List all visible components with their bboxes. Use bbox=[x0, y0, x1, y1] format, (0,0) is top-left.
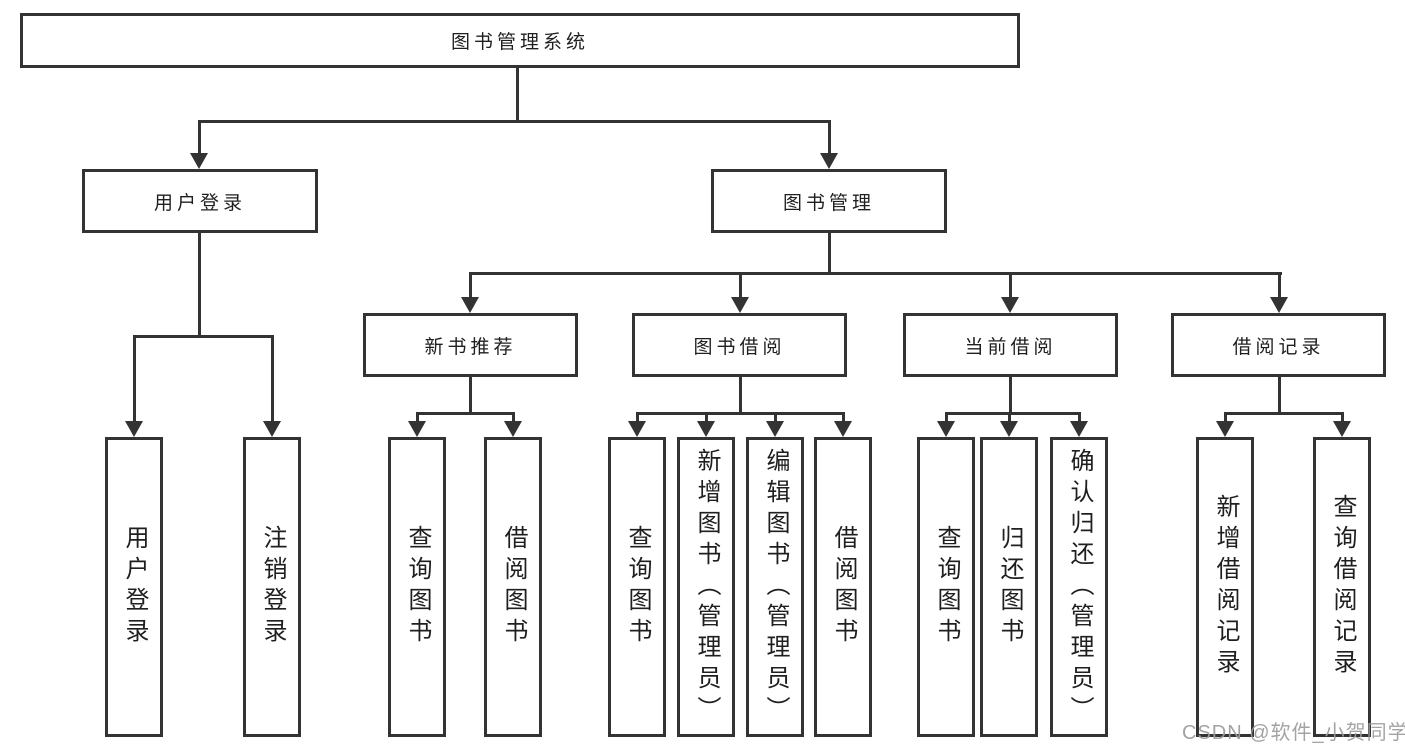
connector-stem-leaf-add-books-admin bbox=[704, 412, 708, 423]
connector-book-borrow-branch bbox=[635, 412, 845, 415]
node-root-label: 图书管理系统 bbox=[450, 32, 589, 53]
leaf-add-books-admin: 新增图书（管理员） bbox=[677, 437, 735, 737]
arrowhead-leaf-query-borrow-record bbox=[1333, 421, 1351, 437]
leaf-logout-label: 注销登录 bbox=[259, 525, 286, 649]
connector-stem-new-book-recommend bbox=[468, 272, 472, 299]
connector-stem-user-login bbox=[197, 120, 201, 157]
connector-stem-leaf-borrow-books-2 bbox=[841, 412, 845, 423]
connector-stem-leaf-confirm-return-admin bbox=[1077, 412, 1081, 423]
node-new-book-recommend: 新书推荐 bbox=[363, 313, 578, 377]
connector-current-borrow-branch bbox=[944, 412, 1081, 415]
arrowhead-leaf-query-books-borrow bbox=[628, 421, 646, 437]
connector-current-borrow-stem bbox=[1008, 376, 1012, 415]
leaf-query-books-current: 查询图书 bbox=[917, 437, 975, 737]
arrowhead-leaf-return-books bbox=[1000, 421, 1018, 437]
node-book-borrow: 图书借阅 bbox=[632, 313, 847, 377]
connector-stem-borrow-records bbox=[1277, 272, 1281, 299]
connector-stem-leaf-query-books-borrow bbox=[635, 412, 639, 423]
connector-borrow-records-stem bbox=[1277, 376, 1281, 415]
node-borrow-records: 借阅记录 bbox=[1171, 313, 1386, 377]
arrowhead-current-borrow bbox=[1001, 297, 1019, 313]
leaf-query-books-current-label: 查询图书 bbox=[933, 525, 960, 649]
arrowhead-leaf-edit-books-admin bbox=[766, 421, 784, 437]
arrowhead-leaf-borrow-books-recommend bbox=[504, 421, 522, 437]
connector-root-branch bbox=[197, 120, 831, 123]
connector-stem-leaf-borrow-books-recommend bbox=[511, 412, 515, 423]
connector-user-login-branch bbox=[132, 335, 274, 338]
connector-stem-leaf-return-books bbox=[1007, 412, 1011, 423]
connector-stem-leaf-query-books-current bbox=[944, 412, 948, 423]
leaf-query-books-recommend-label: 查询图书 bbox=[404, 525, 431, 649]
connector-stem-leaf-user-login bbox=[132, 335, 136, 423]
arrowhead-leaf-user-login bbox=[125, 421, 143, 437]
leaf-add-books-admin-label: 新增图书（管理员） bbox=[693, 447, 720, 727]
node-borrow-records-label: 借阅记录 bbox=[1232, 336, 1325, 358]
leaf-edit-books-admin: 编辑图书（管理员） bbox=[746, 437, 804, 737]
leaf-confirm-return-admin-label: 确认归还（管理员） bbox=[1066, 447, 1093, 727]
arrowhead-leaf-add-borrow-record bbox=[1216, 421, 1234, 437]
connector-root-stem bbox=[515, 68, 519, 123]
arrowhead-leaf-confirm-return-admin bbox=[1070, 421, 1088, 437]
connector-book-management-branch bbox=[468, 272, 1282, 275]
node-book-borrow-label: 图书借阅 bbox=[693, 336, 786, 358]
arrowhead-leaf-logout bbox=[263, 421, 281, 437]
connector-new-book-recommend-branch bbox=[415, 412, 515, 415]
node-root: 图书管理系统 bbox=[20, 13, 1020, 68]
arrowhead-leaf-query-books-current bbox=[937, 421, 955, 437]
connector-book-borrow-stem bbox=[738, 376, 742, 415]
leaf-borrow-books-recommend: 借阅图书 bbox=[484, 437, 542, 737]
node-book-management-label: 图书管理 bbox=[782, 192, 875, 214]
connector-borrow-records-branch bbox=[1223, 412, 1344, 415]
leaf-query-books-borrow: 查询图书 bbox=[608, 437, 666, 737]
connector-stem-current-borrow bbox=[1008, 272, 1012, 299]
connector-stem-leaf-logout bbox=[270, 335, 274, 423]
connector-stem-leaf-edit-books-admin bbox=[773, 412, 777, 423]
node-user-login: 用户登录 bbox=[82, 169, 318, 233]
arrowhead-leaf-borrow-books-2 bbox=[834, 421, 852, 437]
node-book-management: 图书管理 bbox=[711, 169, 947, 233]
node-current-borrow-label: 当前借阅 bbox=[964, 336, 1057, 358]
leaf-borrow-books-recommend-label: 借阅图书 bbox=[500, 525, 527, 649]
leaf-return-books-label: 归还图书 bbox=[996, 525, 1023, 649]
connector-stem-book-management bbox=[827, 120, 831, 157]
leaf-query-books-borrow-label: 查询图书 bbox=[624, 525, 651, 649]
arrowhead-user-login bbox=[190, 153, 208, 169]
node-current-borrow: 当前借阅 bbox=[903, 313, 1118, 377]
leaf-return-books: 归还图书 bbox=[980, 437, 1038, 737]
connector-new-book-recommend-stem bbox=[468, 376, 472, 415]
leaf-query-borrow-record: 查询借阅记录 bbox=[1313, 437, 1371, 737]
node-user-login-label: 用户登录 bbox=[153, 192, 246, 214]
connector-stem-book-borrow bbox=[738, 272, 742, 299]
connector-book-management-stem bbox=[827, 232, 831, 275]
leaf-add-borrow-record-label: 新增借阅记录 bbox=[1212, 494, 1239, 680]
leaf-logout: 注销登录 bbox=[243, 437, 301, 737]
leaf-borrow-books-2-label: 借阅图书 bbox=[830, 525, 857, 649]
leaf-user-login: 用户登录 bbox=[105, 437, 163, 737]
leaf-query-books-recommend: 查询图书 bbox=[388, 437, 446, 737]
arrowhead-book-borrow bbox=[731, 297, 749, 313]
arrowhead-borrow-records bbox=[1270, 297, 1288, 313]
leaf-edit-books-admin-label: 编辑图书（管理员） bbox=[762, 447, 789, 727]
node-new-book-recommend-label: 新书推荐 bbox=[424, 336, 517, 358]
arrowhead-leaf-query-books-recommend bbox=[408, 421, 426, 437]
arrowhead-book-management bbox=[820, 153, 838, 169]
arrowhead-leaf-add-books-admin bbox=[697, 421, 715, 437]
leaf-query-borrow-record-label: 查询借阅记录 bbox=[1329, 494, 1356, 680]
leaf-borrow-books-2: 借阅图书 bbox=[814, 437, 872, 737]
arrowhead-new-book-recommend bbox=[461, 297, 479, 313]
leaf-confirm-return-admin: 确认归还（管理员） bbox=[1050, 437, 1108, 737]
connector-stem-leaf-query-books-recommend bbox=[415, 412, 419, 423]
connector-stem-leaf-query-borrow-record bbox=[1340, 412, 1344, 423]
leaf-add-borrow-record: 新增借阅记录 bbox=[1196, 437, 1254, 737]
csdn-watermark: CSDN @软件_小贺同学 bbox=[1182, 722, 1405, 744]
leaf-user-login-label: 用户登录 bbox=[121, 525, 148, 649]
connector-stem-leaf-add-borrow-record bbox=[1223, 412, 1227, 423]
connector-user-login-stem bbox=[197, 232, 201, 338]
